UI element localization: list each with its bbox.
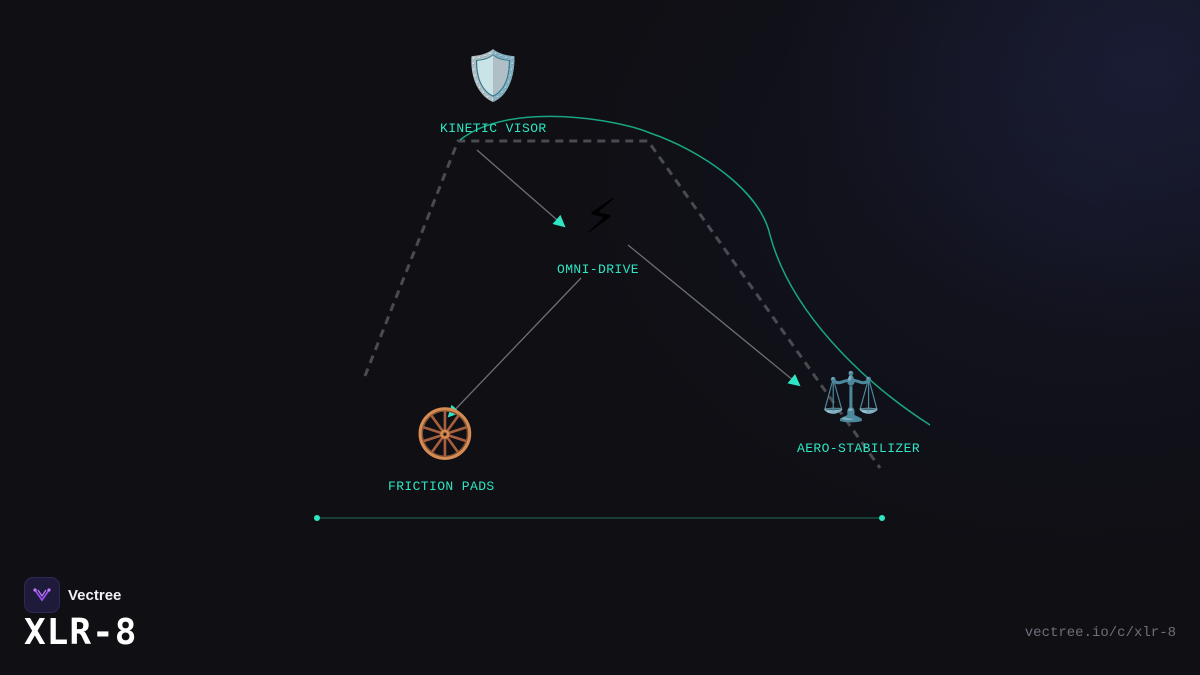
- vectree-logo-icon: [24, 577, 60, 613]
- node-label-friction-pads: FRICTION PADS: [388, 479, 495, 494]
- node-label-omni-drive: OMNI-DRIVE: [557, 262, 640, 277]
- teal-curve: [459, 115, 931, 426]
- timeline-start-dot: [314, 515, 320, 521]
- page-url[interactable]: vectree.io/c/xlr-8: [1024, 625, 1176, 641]
- edge-omni-drive-to-friction-pads: [447, 277, 582, 418]
- page-title: XLR-8: [24, 612, 138, 653]
- lightning-icon: ⚡: [584, 189, 618, 245]
- timeline-end-dot: [879, 515, 885, 521]
- edge-omni-drive-to-aero-stabilizer: [627, 244, 801, 387]
- brand[interactable]: Vectree: [24, 577, 121, 613]
- edge-kinetic-visor-to-omni-drive: [476, 149, 566, 228]
- scales-icon: ⚖️: [821, 369, 881, 425]
- node-label-kinetic-visor: KINETIC VISOR: [440, 121, 547, 136]
- node-label-aero-stabilizer: AERO-STABILIZER: [797, 441, 921, 456]
- wheel-icon: 🛞: [415, 406, 475, 462]
- brand-name: Vectree: [68, 586, 122, 604]
- shield-icon: 🛡️: [463, 48, 523, 104]
- dashed-frame: [363, 139, 882, 469]
